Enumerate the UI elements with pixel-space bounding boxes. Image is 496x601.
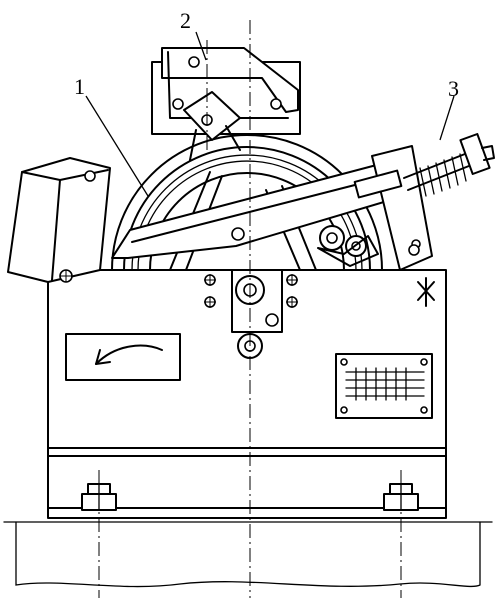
rotation-symbol xyxy=(417,277,435,307)
callouts: 1 2 3 xyxy=(74,8,459,197)
callout-2-label: 2 xyxy=(180,8,191,33)
callout-1-label: 1 xyxy=(74,74,85,99)
nameplate xyxy=(335,353,433,419)
bolt-holes xyxy=(59,244,420,308)
callout-1-leader xyxy=(85,95,149,197)
cam-mechanism xyxy=(317,225,379,267)
foundation xyxy=(3,521,493,588)
spring-bracket xyxy=(353,133,495,271)
top-bracket xyxy=(151,47,301,161)
callout-3-label: 3 xyxy=(448,76,459,101)
center-lines xyxy=(98,20,402,598)
callout-3-leader xyxy=(439,95,455,141)
callout-2-leader xyxy=(195,31,207,61)
direction-plate xyxy=(65,333,181,381)
left-cover xyxy=(7,157,111,283)
